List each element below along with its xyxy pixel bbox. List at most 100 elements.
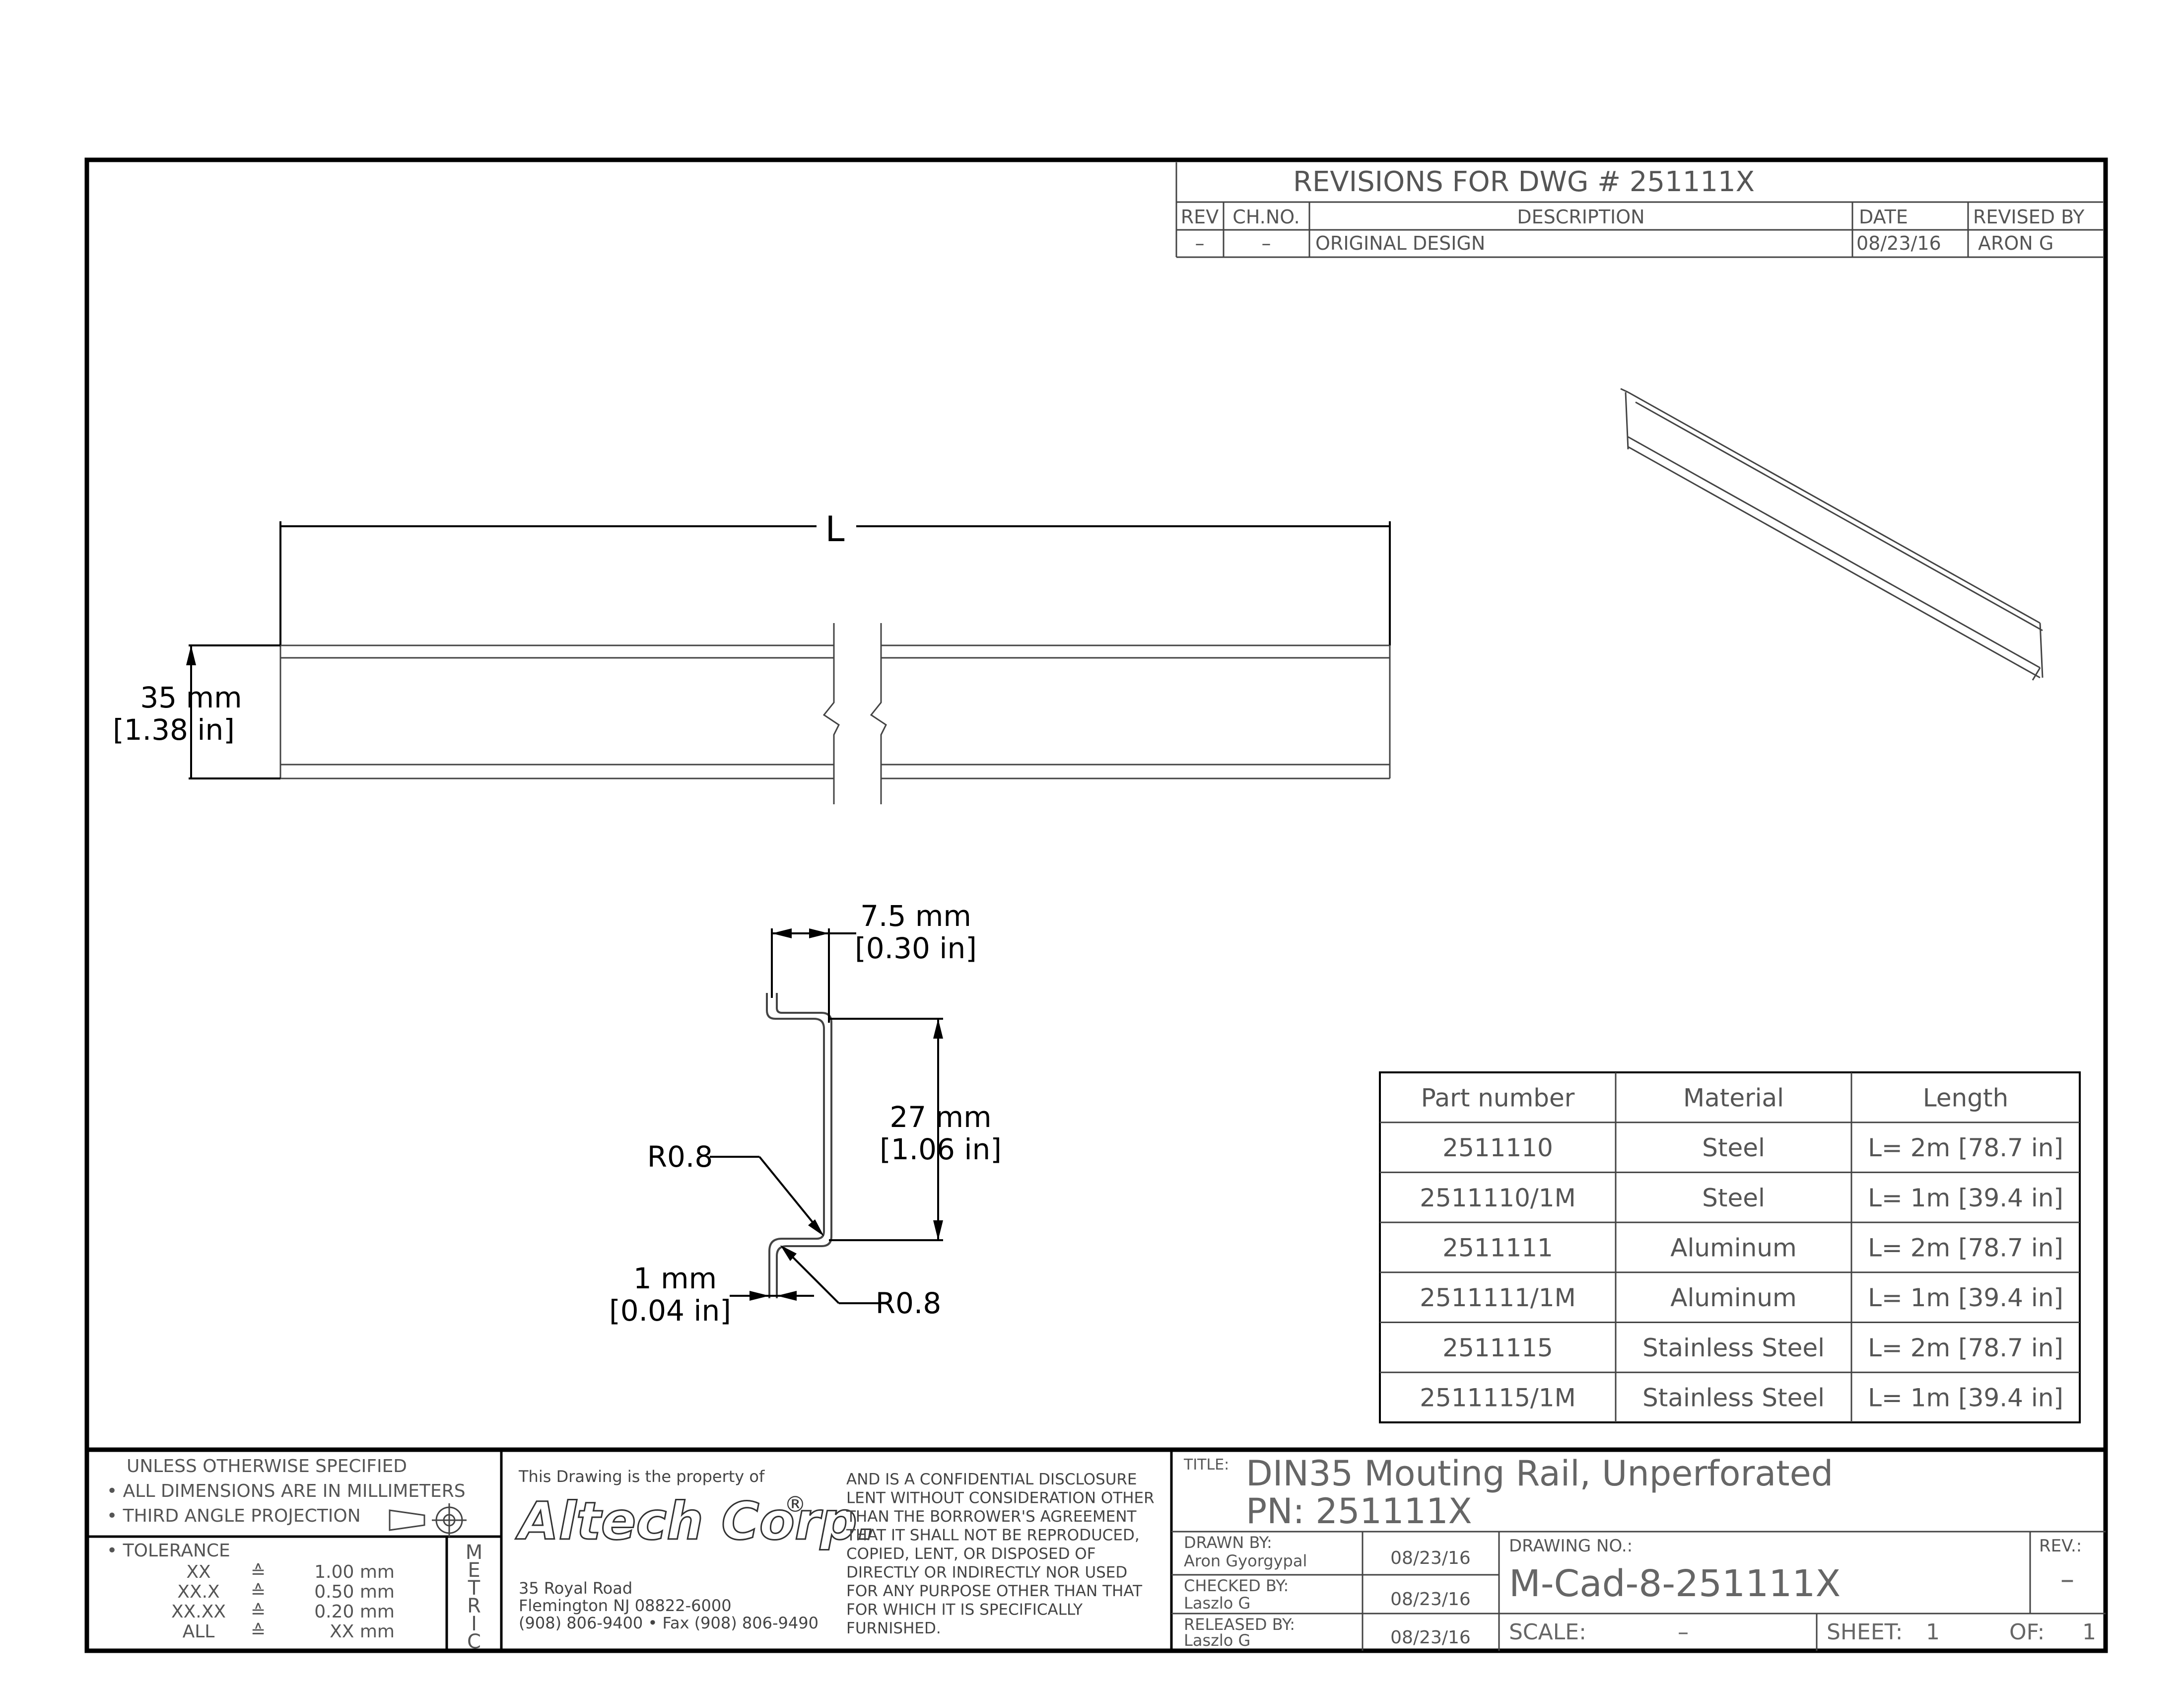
parts-cell: L= 1m [39.4 in] [1868,1283,2063,1312]
tolerance-eq: ≙ [251,1582,266,1602]
scale-value: – [1678,1619,1689,1645]
disclosure-line: FOR WHICH IT IS SPECIFICALLY [846,1601,1083,1619]
parts-header-cell: Part number [1421,1083,1575,1112]
chno-value: – [1262,232,1271,254]
rev-header: REV [1181,206,1219,228]
released-date: 08/23/16 [1390,1627,1471,1648]
height-mm: 35 mm [140,681,242,714]
tolerance-value: XX mm [330,1621,395,1642]
tolerance-value: 1.00 mm [314,1562,395,1582]
company-address2: Flemington NJ 08822-6000 [519,1596,732,1615]
title-line2: PN: 251111X [1246,1491,1472,1532]
revised-by-value: ARON G [1978,232,2053,254]
released-label: RELEASED BY: [1184,1615,1295,1634]
thickness-in: [0.04 in] [609,1294,731,1328]
metric-letter: E [468,1559,480,1582]
tolerance-key: XX.X [177,1582,219,1602]
notes-line3: • THIRD ANGLE PROJECTION [107,1506,361,1526]
rev-label: REV.: [2039,1536,2082,1556]
parts-cell: 2511115 [1442,1334,1553,1362]
metric-letter: R [467,1595,481,1618]
parts-cell: Aluminum [1670,1283,1796,1312]
isometric-rail [1620,388,2044,681]
third-angle-projection-icon [389,1503,467,1537]
outer-border [84,157,2108,1653]
parts-cell: 2511111/1M [1420,1283,1575,1312]
parts-cell: 2511110 [1442,1133,1553,1162]
parts-cell: Stainless Steel [1642,1334,1825,1362]
disclosure-line: THAT IT SHALL NOT BE REPRODUCED, [846,1527,1140,1545]
tolerance-eq: ≙ [251,1621,266,1642]
disclosure-line: LENT WITHOUT CONSIDERATION OTHER [846,1489,1155,1507]
parts-cell: 2511115/1M [1420,1384,1575,1412]
drawing-no-label: DRAWING NO.: [1509,1536,1633,1556]
height-in: [1.38 in] [113,713,235,747]
parts-cell: L= 2m [78.7 in] [1868,1133,2063,1162]
released-name: Laszlo G [1184,1631,1250,1650]
description-header: DESCRIPTION [1517,206,1644,228]
property-text: This Drawing is the property of [518,1467,765,1486]
tolerance-key: XX [186,1562,210,1582]
flange-in: [0.30 in] [855,931,977,965]
company-logo-registered: ® [784,1492,806,1517]
company-logo: Altech Corp. [515,1491,877,1551]
parts-cell: L= 2m [78.7 in] [1868,1334,2063,1362]
checked-label: CHECKED BY: [1184,1576,1289,1595]
side-view: L 35 mm [1.38 in] [113,509,1391,804]
radius-bottom-label: R0.8 [876,1286,942,1320]
tolerance-value: 0.50 mm [314,1582,395,1602]
tolerance-key: XX.XX [171,1602,226,1622]
depth-in: [1.06 in] [880,1132,1002,1166]
parts-header-cell: Length [1923,1083,2008,1112]
disclosure-line: COPIED, LENT, OR DISPOSED OF [846,1545,1096,1563]
of-value: 1 [2082,1619,2096,1645]
of-label: OF: [2009,1619,2045,1645]
scale-label: SCALE: [1509,1619,1586,1645]
parts-cell: 2511110/1M [1420,1184,1575,1212]
date-value: 08/23/16 [1856,232,1941,254]
rev-value-block: – [2060,1563,2074,1596]
title-label: TITLE: [1183,1456,1229,1474]
parts-cell: Steel [1702,1133,1765,1162]
parts-cell: L= 1m [39.4 in] [1868,1384,2063,1412]
metric-letter: M [466,1541,483,1564]
rev-value: – [1195,232,1205,254]
checked-date: 08/23/16 [1390,1589,1471,1610]
tolerance-eq: ≙ [251,1602,266,1622]
date-header: DATE [1859,206,1908,228]
parts-cell: Aluminum [1670,1233,1796,1262]
parts-cell: 2511111 [1442,1233,1553,1262]
title-block: UNLESS OTHERWISE SPECIFIED • ALL DIMENSI… [87,1447,2106,1653]
checked-name: Laszlo G [1184,1594,1250,1613]
tolerance-label: • TOLERANCE [107,1541,230,1561]
flange-mm: 7.5 mm [860,899,971,933]
metric-letter: I [471,1613,477,1635]
revisions-table: REVISIONS FOR DWG # 251111X REV CH.NO. D… [1175,162,2103,258]
parts-cell: L= 1m [39.4 in] [1868,1184,2063,1212]
drawn-label: DRAWN BY: [1184,1533,1272,1552]
parts-cell: Stainless Steel [1642,1384,1825,1412]
parts-cell: Steel [1702,1184,1765,1212]
tolerance-eq: ≙ [251,1562,266,1582]
tolerance-value: 0.20 mm [314,1602,395,1622]
metric-letter: C [467,1630,481,1653]
disclosure-line: THAN THE BORROWER'S AGREEMENT [846,1508,1137,1526]
disclosure-line: AND IS A CONFIDENTIAL DISCLOSURE [846,1471,1137,1488]
thickness-mm: 1 mm [633,1262,717,1295]
description-value: ORIGINAL DESIGN [1315,232,1485,254]
chno-header: CH.NO. [1232,206,1299,228]
tolerance-key: ALL [183,1621,215,1642]
profile-section: 7.5 mm [0.30 in] 27 mm [1.06 in] R0.8 R0… [609,899,1002,1328]
sheet-value: 1 [1926,1619,1940,1645]
parts-header-cell: Material [1683,1083,1784,1112]
notes-line1: UNLESS OTHERWISE SPECIFIED [127,1456,407,1477]
parts-cell: L= 2m [78.7 in] [1868,1233,2063,1262]
radius-top-label: R0.8 [647,1140,713,1174]
disclosure-line: DIRECTLY OR INDIRECTLY NOR USED [846,1564,1127,1582]
disclosure-line: FURNISHED. [846,1619,941,1637]
depth-mm: 27 mm [889,1100,991,1134]
drawn-name: Aron Gyorgypal [1184,1551,1307,1570]
length-dimension: L [825,509,845,550]
